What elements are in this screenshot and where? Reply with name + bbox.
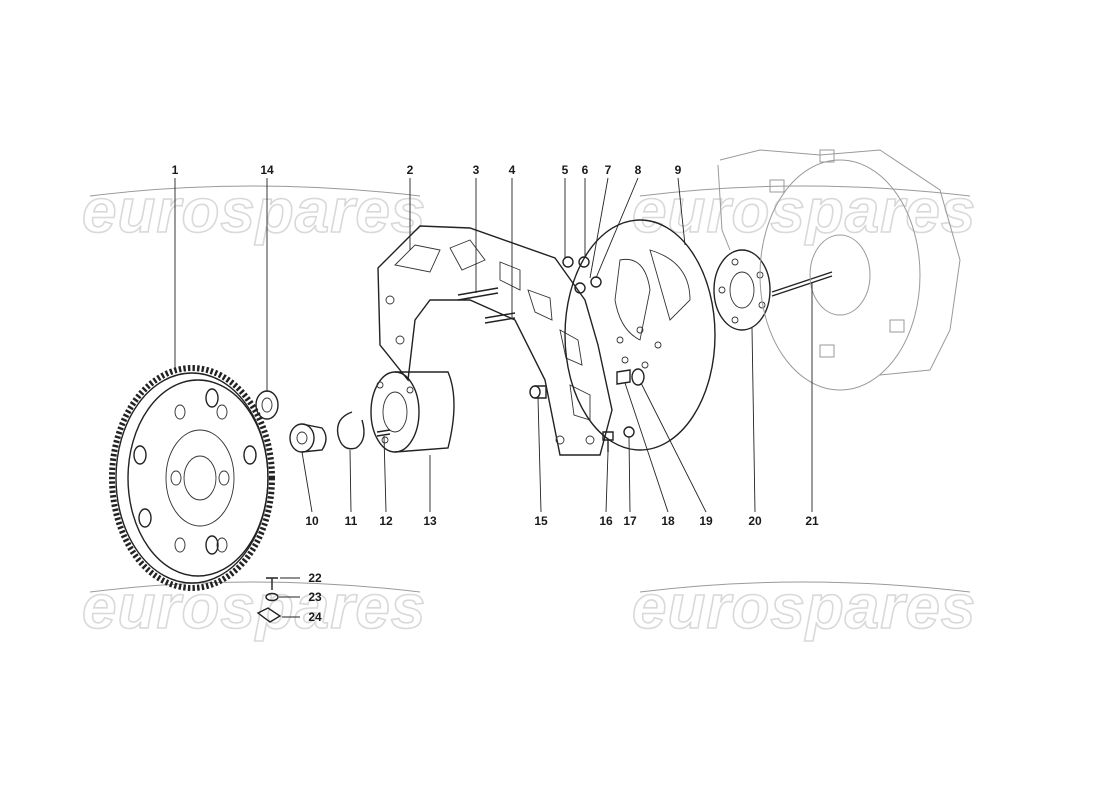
callout-1: 1 — [172, 163, 179, 177]
callout-22: 22 — [308, 571, 322, 585]
watermark-bottom-left: eurospares — [82, 573, 426, 642]
lock-nut — [623, 426, 635, 438]
watermark-group: eurospares eurospares eurospares eurospa… — [81, 176, 976, 643]
callout-21: 21 — [805, 514, 819, 528]
callout-12: 12 — [379, 514, 393, 528]
o-ring — [631, 368, 645, 386]
long-stud — [771, 271, 833, 297]
washer — [574, 282, 586, 294]
lock-tab — [256, 607, 282, 623]
callout-6: 6 — [582, 163, 589, 177]
flange-plate — [713, 249, 771, 331]
dowel-pin — [376, 429, 391, 437]
callout-24: 24 — [308, 610, 322, 624]
callout-20: 20 — [748, 514, 762, 528]
callout-23: 23 — [308, 590, 322, 604]
callout-16: 16 — [599, 514, 613, 528]
adapter-plate — [377, 225, 613, 456]
bolt — [602, 431, 614, 452]
stud-lower — [484, 312, 516, 324]
watermark-swoosh — [89, 581, 421, 593]
stud-upper — [457, 287, 499, 301]
watermark-top-left: eurospares — [82, 177, 426, 246]
callout-9: 9 — [675, 163, 682, 177]
callout-19: 19 — [699, 514, 713, 528]
callout-2: 2 — [407, 163, 414, 177]
flex-plate — [564, 219, 716, 451]
screw — [266, 577, 278, 590]
watermark-bottom-right: eurospares — [632, 573, 976, 642]
nut — [578, 256, 590, 268]
watermark-top-right: eurospares — [632, 177, 976, 246]
pilot-bearing — [255, 390, 279, 420]
nut — [590, 276, 602, 288]
callout-15: 15 — [534, 514, 548, 528]
washer — [562, 256, 574, 268]
bushing — [289, 423, 327, 453]
small-washer — [265, 592, 279, 602]
watermark-swoosh — [639, 581, 971, 593]
callout-17: 17 — [623, 514, 637, 528]
callout-11: 11 — [345, 514, 358, 528]
spacer-bushing — [616, 369, 631, 385]
callout-14: 14 — [260, 163, 274, 177]
watermark-swoosh — [89, 185, 421, 197]
hub-sleeve — [370, 371, 455, 453]
callout-10: 10 — [305, 514, 319, 528]
flywheel-ring-gear — [109, 365, 275, 591]
callout-18: 18 — [661, 514, 675, 528]
callout-8: 8 — [635, 163, 642, 177]
callout-7: 7 — [605, 163, 612, 177]
callout-4: 4 — [509, 163, 516, 177]
callout-3: 3 — [473, 163, 480, 177]
callout-labels: 1 2 3 4 5 6 7 8 9 10 11 12 13 14 15 16 1… — [172, 163, 819, 624]
transmission-housing-ghost — [717, 149, 961, 391]
locating-sleeve — [529, 385, 547, 399]
circlip — [336, 411, 365, 450]
watermark-swoosh — [639, 185, 971, 197]
callout-5: 5 — [562, 163, 569, 177]
leader-lines — [174, 177, 813, 618]
callout-13: 13 — [423, 514, 437, 528]
